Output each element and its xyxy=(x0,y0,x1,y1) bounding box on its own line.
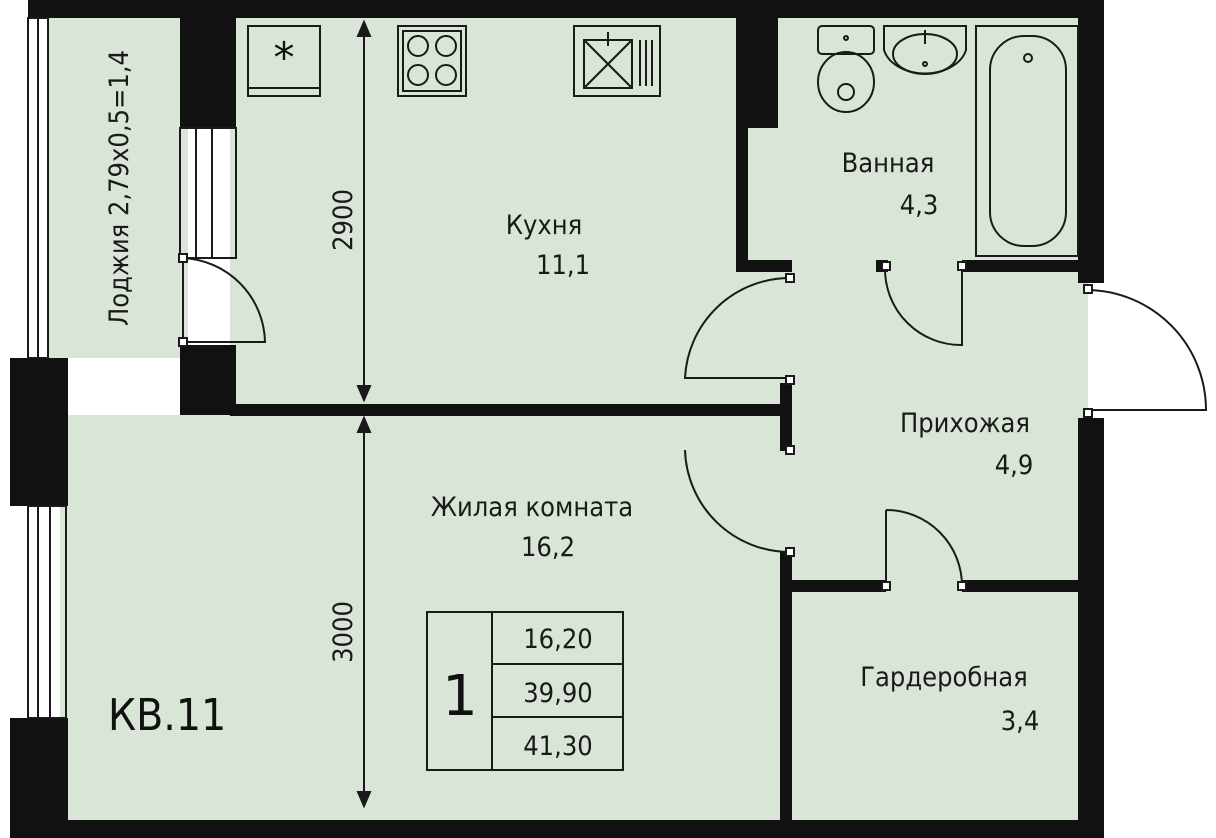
sink-icon xyxy=(573,25,661,97)
living-area-value: 16,20 xyxy=(523,624,593,655)
wall-right-lower xyxy=(1078,418,1104,838)
living-door xyxy=(684,449,791,553)
total-area-value: 39,90 xyxy=(523,678,593,709)
kitchen-floor xyxy=(230,18,750,408)
wall-loggia-divider-top xyxy=(180,18,236,128)
hallway-name: Прихожая xyxy=(900,408,1030,439)
wall-wardrobe-left xyxy=(780,552,792,822)
toilet-icon xyxy=(817,25,875,113)
doors xyxy=(178,253,1208,591)
stove-icon xyxy=(397,25,467,97)
living-name: Жилая комната xyxy=(431,492,633,523)
wardrobe-area: 3,4 xyxy=(1001,706,1040,737)
bathroom-floor xyxy=(740,18,1088,268)
floor-areas xyxy=(48,18,1088,820)
wall-left-pier-lower xyxy=(10,718,68,838)
rooms-count: 1 xyxy=(442,664,478,729)
apartment-label: КВ.11 xyxy=(108,690,226,741)
dimension-upper: 2900 xyxy=(328,189,359,251)
svg-text:*: * xyxy=(274,33,295,82)
wall-bottom xyxy=(10,820,1104,838)
bathtub-icon xyxy=(975,25,1079,257)
wall-pier-kitchen xyxy=(180,345,236,415)
kitchen-area: 11,1 xyxy=(536,250,590,281)
wardrobe-name: Гардеробная xyxy=(860,662,1028,693)
living-floor xyxy=(60,415,790,820)
wall-top xyxy=(28,0,1104,18)
kitchen-name: Кухня xyxy=(506,210,582,241)
wall-kitchen-living xyxy=(230,404,782,416)
windows xyxy=(27,17,237,719)
wall-bath-bottom-c xyxy=(962,260,1088,272)
washbasin-icon xyxy=(883,25,967,75)
wardrobe-floor xyxy=(790,590,1088,820)
dimension-lower: 3000 xyxy=(328,601,359,663)
bathroom-name: Ванная xyxy=(842,148,935,179)
wall-left-pier-upper xyxy=(10,358,68,506)
wall-wardrobe-top-a xyxy=(780,580,886,592)
living-window xyxy=(27,505,67,719)
wall-wardrobe-top-b xyxy=(962,580,1088,592)
wall-bath-shaft xyxy=(748,18,778,128)
area-table xyxy=(426,611,624,771)
fridge-icon: * xyxy=(247,25,321,97)
hallway-floor xyxy=(740,262,1088,592)
wall-hall-pier xyxy=(780,383,792,451)
bathroom-door xyxy=(883,267,963,347)
kitchen-door xyxy=(683,276,791,379)
loggia-label: Лоджия 2,79х0,5=1,4 xyxy=(104,50,135,326)
total-area-with-loggia-value: 41,30 xyxy=(523,731,593,762)
living-area: 16,2 xyxy=(521,532,575,563)
loggia-floor xyxy=(48,18,188,358)
walls xyxy=(10,0,1104,838)
dimension-lines xyxy=(356,19,372,809)
loggia-door xyxy=(182,257,267,343)
bathroom-area: 4,3 xyxy=(900,190,939,221)
wardrobe-door xyxy=(885,509,963,588)
wall-right-upper xyxy=(1078,0,1104,283)
hallway-area: 4,9 xyxy=(995,450,1034,481)
entrance-door xyxy=(1087,289,1208,411)
wall-bath-left xyxy=(736,18,748,271)
wall-bath-bottom-a xyxy=(736,260,792,272)
loggia-window xyxy=(179,127,237,259)
